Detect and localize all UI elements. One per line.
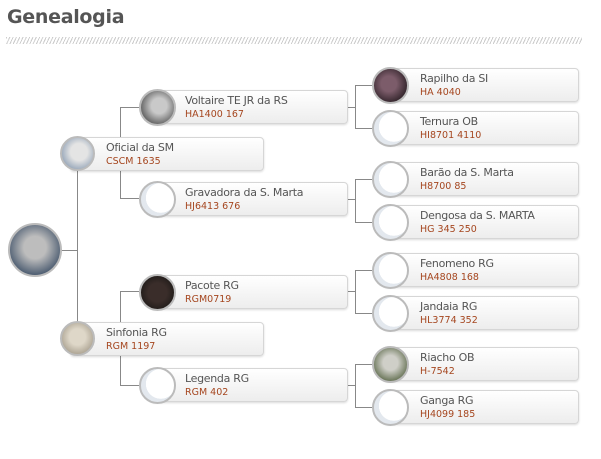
animal-avatar[interactable] [60,321,95,356]
animal-avatar[interactable] [372,67,409,104]
connector [346,199,355,200]
animal-name: Voltaire TE JR da RS [185,94,288,107]
animal-name: Oficial da SM [106,141,174,154]
animal-avatar[interactable] [60,136,95,171]
title-divider [6,37,582,44]
pedigree-card-dam[interactable]: Sinfonia RG RGM 1197 [70,322,264,356]
animal-registration: RGM0719 [185,294,232,305]
connector [355,364,356,407]
connector [120,107,139,108]
animal-name: Ganga RG [420,394,474,407]
connector [346,107,355,108]
animal-name: Riacho OB [420,351,475,364]
pedigree-card[interactable]: Jandaia RG HL3774 352 [383,296,579,330]
connector [355,222,372,223]
animal-name: Pacote RG [185,279,239,292]
connector [355,313,372,314]
animal-registration: RGM 402 [185,387,229,398]
animal-avatar[interactable] [139,89,176,126]
animal-name: Gravadora da S. Marta [185,186,304,199]
animal-registration: H-7542 [420,366,455,377]
animal-name: Jandaia RG [420,300,478,313]
pedigree-card[interactable]: Dengosa da S. MARTA HG 345 250 [383,205,579,239]
placeholder-avatar[interactable] [372,389,409,426]
animal-avatar[interactable] [139,274,176,311]
root-animal-avatar[interactable] [8,223,62,277]
placeholder-avatar[interactable] [372,252,409,289]
placeholder-avatar[interactable] [372,110,409,147]
animal-registration: HA 4040 [420,87,461,98]
pedigree-card[interactable]: Rapilho da SI HA 4040 [383,68,579,102]
placeholder-avatar[interactable] [139,181,176,218]
page-title: Genealogia [7,6,125,28]
animal-registration: CSCM 1635 [106,156,161,167]
connector [355,85,356,128]
animal-registration: HA4808 168 [420,272,479,283]
placeholder-avatar[interactable] [139,367,176,404]
connector [120,356,121,385]
connector [355,179,356,222]
connector [346,385,355,386]
pedigree-card[interactable]: Ternura OB HI8701 4110 [383,111,579,145]
connector [355,364,372,365]
placeholder-avatar[interactable] [372,204,409,241]
connector [120,107,121,137]
animal-registration: HI8701 4110 [420,130,482,141]
pedigree-card[interactable]: Fenomeno RG HA4808 168 [383,253,579,287]
animal-name: Barão da S. Marta [420,166,514,179]
animal-registration: HL3774 352 [420,315,478,326]
pedigree-card[interactable]: Gravadora da S. Marta HJ6413 676 [150,182,348,216]
connector [120,291,139,292]
animal-avatar[interactable] [372,346,409,383]
animal-registration: HJ4099 185 [420,409,476,420]
pedigree-card[interactable]: Riacho OB H-7542 [383,347,579,381]
animal-name: Dengosa da S. MARTA [420,209,535,222]
animal-registration: HJ6413 676 [185,201,241,212]
animal-name: Sinfonia RG [106,326,167,339]
placeholder-avatar[interactable] [372,161,409,198]
connector [120,170,121,199]
animal-name: Ternura OB [420,115,478,128]
animal-registration: RGM 1197 [106,341,156,352]
connector [346,291,355,292]
connector [355,270,372,271]
animal-registration: HA1400 167 [185,109,244,120]
connector [120,291,121,322]
animal-name: Fenomeno RG [420,257,494,270]
connector [355,179,372,180]
animal-name: Rapilho da SI [420,72,488,85]
connector [355,407,372,408]
connector [355,270,356,313]
pedigree-card[interactable]: Pacote RG RGM0719 [150,275,348,309]
animal-name: Legenda RG [185,372,249,385]
connector [120,385,139,386]
placeholder-avatar[interactable] [372,295,409,332]
animal-registration: HG 345 250 [420,224,477,235]
animal-registration: H8700 85 [420,181,467,192]
connector [355,128,372,129]
pedigree-card[interactable]: Ganga RG HJ4099 185 [383,390,579,424]
connector [355,85,372,86]
pedigree-card[interactable]: Legenda RG RGM 402 [150,368,348,402]
pedigree-card-sire[interactable]: Oficial da SM CSCM 1635 [70,137,264,171]
connector [62,250,77,251]
connector [77,170,78,322]
connector [120,198,139,199]
pedigree-card[interactable]: Barão da S. Marta H8700 85 [383,162,579,196]
pedigree-card[interactable]: Voltaire TE JR da RS HA1400 167 [150,90,348,124]
